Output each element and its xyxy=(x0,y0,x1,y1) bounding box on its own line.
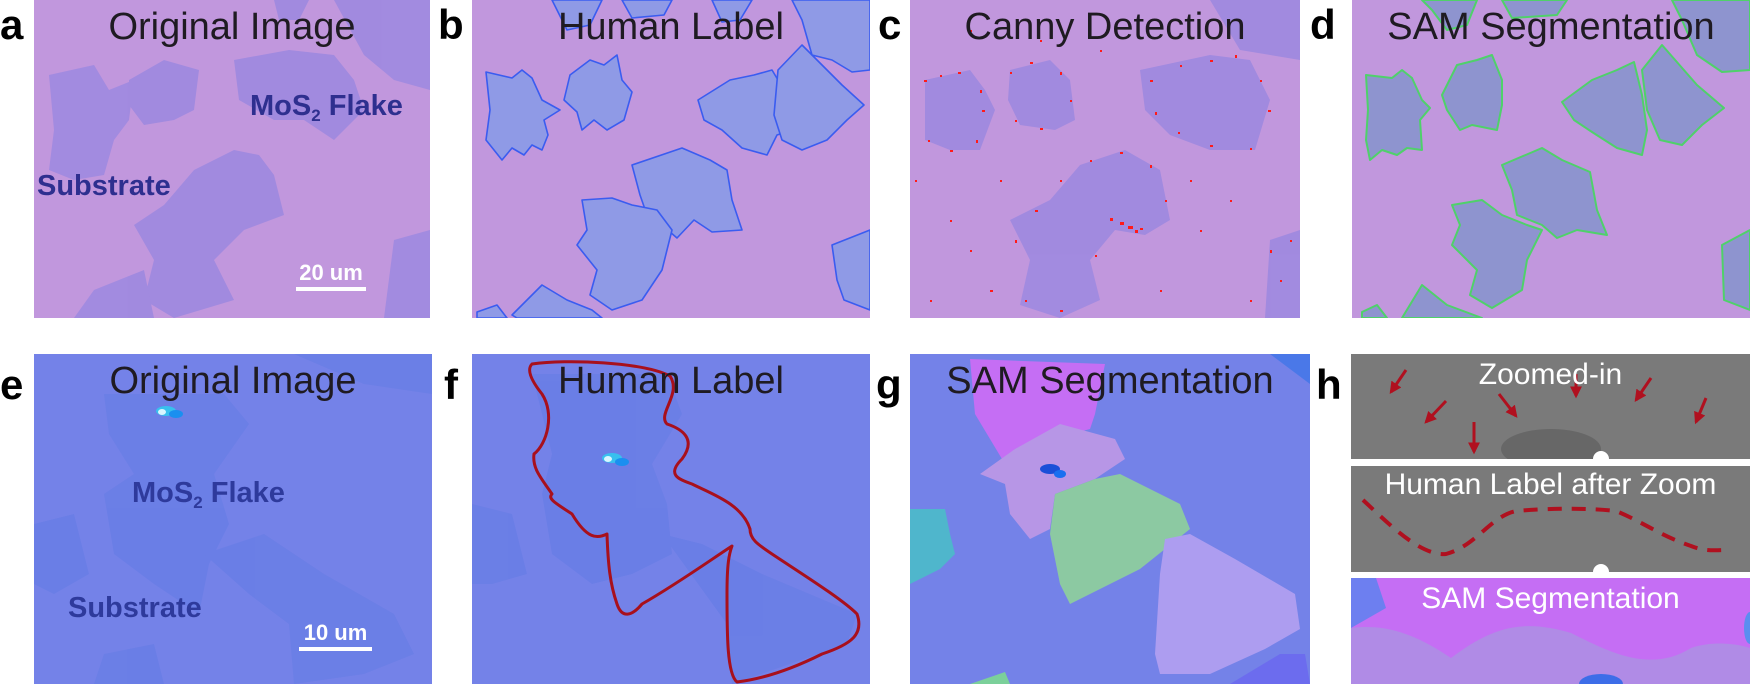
mask-pink xyxy=(980,424,1125,539)
flake-label-subscript: 2 xyxy=(311,106,321,125)
flake-micrograph-blue xyxy=(34,354,432,684)
panel-a-title: Original Image xyxy=(108,6,356,48)
scale-bar-20um: 20 um xyxy=(296,262,366,291)
mask-blue-corner xyxy=(1270,354,1310,384)
mask-teal xyxy=(910,509,955,584)
strip-sam-segmentation: SAM Segmentation xyxy=(1351,578,1750,684)
panel-c-canny-detection: Canny Detection xyxy=(910,0,1300,318)
scale-bar-line xyxy=(299,647,372,651)
strip-zoomed-in: Zoomed-in xyxy=(1351,354,1750,459)
panel-d-title: SAM Segmentation xyxy=(1387,6,1715,48)
scale-bar-line xyxy=(296,287,366,291)
panel-f-title: Human Label xyxy=(557,360,785,402)
bright-particle xyxy=(602,453,629,466)
panel-letter-b: b xyxy=(438,1,464,48)
human-label-blue-outlines xyxy=(476,0,870,318)
strip-title-zoomed-in: Zoomed-in xyxy=(1478,358,1623,391)
red-arrow-icons xyxy=(1389,369,1708,455)
mos2-flake-label: MoS2 Flake xyxy=(250,90,403,125)
panel-b-human-label: Human Label xyxy=(472,0,870,318)
mask-violet xyxy=(1230,654,1310,684)
flake-label-suffix: Flake xyxy=(320,90,403,122)
panel-letter-e: e xyxy=(0,361,24,408)
panel-a-original-image: Original Image MoS2 Flake Substrate 20 u… xyxy=(34,0,430,318)
panel-letter-d: d xyxy=(1310,1,1336,48)
mask-magenta xyxy=(970,359,1105,464)
panel-letter-f: f xyxy=(444,361,458,408)
panel-letter-c: c xyxy=(878,1,902,48)
zoomed-grey-texture xyxy=(1361,498,1730,572)
scale-bar-10um: 10 um xyxy=(299,622,372,651)
flake-micrograph-purple xyxy=(49,0,430,318)
strip-title-human-label-after-zoom: Human Label after Zoom xyxy=(1384,468,1717,501)
panel-f-human-label: Human Label xyxy=(472,354,870,684)
scale-bar-label: 10 um xyxy=(303,620,368,645)
flake-label-subscript: 2 xyxy=(193,493,203,512)
mask-lavender xyxy=(1155,534,1300,674)
mos2-flake-label: MoS2 Flake xyxy=(132,477,285,512)
flake-label-suffix: Flake xyxy=(202,477,285,509)
particle-mask xyxy=(1040,464,1066,478)
panel-b-title: Human Label xyxy=(557,6,785,48)
flake-label-text: MoS xyxy=(250,90,312,122)
panel-h-zoom-comparison: Zoomed-in Human Label after Zoom SAM Seg… xyxy=(1351,354,1750,684)
substrate-label: Substrate xyxy=(37,170,171,202)
substrate-label: Substrate xyxy=(68,592,202,624)
zoomed-grey-texture xyxy=(1389,369,1708,459)
dashed-human-boundary xyxy=(1361,498,1730,557)
panel-letter-a: a xyxy=(0,1,24,48)
panel-e-original-image: Original Image MoS2 Flake Substrate 10 u… xyxy=(34,354,432,684)
panel-letter-g: g xyxy=(876,361,902,408)
panel-c-title: Canny Detection xyxy=(964,6,1246,48)
human-traced-outline xyxy=(528,360,861,684)
sam-zoom-masks xyxy=(1351,578,1750,684)
canny-edge-overlay xyxy=(915,0,1300,318)
panel-e-title: Original Image xyxy=(109,360,357,402)
flake-label-text: MoS xyxy=(132,477,194,509)
scale-bar-label: 20 um xyxy=(299,260,363,285)
mask-green xyxy=(1050,474,1190,604)
human-label-red-outline xyxy=(472,360,861,684)
bright-particle xyxy=(156,406,183,418)
strip-human-label-after-zoom: Human Label after Zoom xyxy=(1351,466,1750,572)
sam-green-outlines xyxy=(1361,0,1750,318)
canny-edge-pixels xyxy=(915,30,1292,312)
panel-g-sam-segmentation: SAM Segmentation xyxy=(910,354,1310,684)
panel-letter-h: h xyxy=(1316,361,1342,408)
sam-color-masks xyxy=(910,354,1310,684)
panel-g-title: SAM Segmentation xyxy=(946,360,1274,402)
strip-title-sam-segmentation: SAM Segmentation xyxy=(1421,582,1680,615)
mask-green-small xyxy=(970,672,1010,684)
panel-d-sam-segmentation: SAM Segmentation xyxy=(1352,0,1750,318)
